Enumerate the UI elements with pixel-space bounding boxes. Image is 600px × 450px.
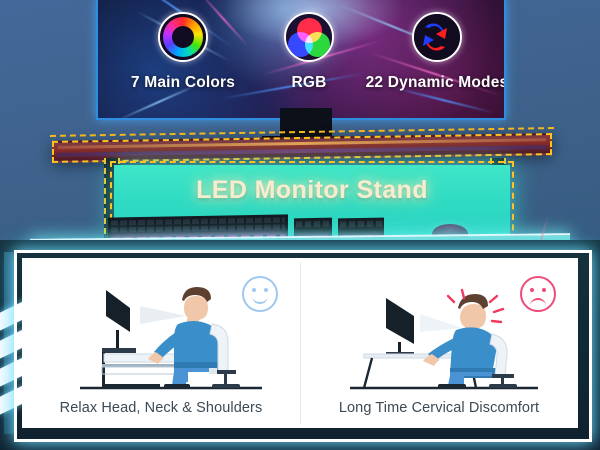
feature-item-2: 22 Dynamic Modes bbox=[362, 12, 504, 91]
monitor-bezel: 7 Main Colors RGB bbox=[96, 0, 506, 120]
comparison-label-right: Long Time Cervical Discomfort bbox=[338, 400, 540, 416]
feature-label-2: 22 Dynamic Modes bbox=[365, 74, 506, 91]
monitor: 7 Main Colors RGB bbox=[96, 0, 506, 120]
monitor-neck bbox=[280, 108, 332, 140]
comparison-frame bbox=[14, 250, 592, 442]
feature-item-1: RGB bbox=[253, 12, 365, 91]
comparison-panel-left: Relax Head, Neck & Shoulders bbox=[22, 258, 300, 428]
feature-label-1: RGB bbox=[291, 74, 327, 91]
sad-face-icon bbox=[520, 276, 556, 312]
good-posture-illustration bbox=[80, 287, 262, 390]
rgb-venn-icon bbox=[284, 12, 334, 62]
cycle-arrows-icon bbox=[412, 12, 462, 62]
product-title: LED Monitor Stand bbox=[196, 176, 428, 204]
pain-indicator bbox=[446, 288, 505, 324]
comparison-panel-right: Long Time Cervical Discomfort bbox=[300, 258, 578, 428]
feature-item-0: 7 Main Colors bbox=[108, 12, 258, 91]
comparison-label-left: Relax Head, Neck & Shoulders bbox=[59, 400, 263, 416]
bad-posture-illustration bbox=[350, 288, 538, 390]
panel-divider bbox=[300, 262, 301, 424]
color-wheel-icon bbox=[158, 12, 208, 62]
feature-icon-row: 7 Main Colors RGB bbox=[98, 12, 504, 91]
feature-label-0: 7 Main Colors bbox=[130, 74, 236, 91]
smiley-face-icon bbox=[242, 276, 278, 312]
